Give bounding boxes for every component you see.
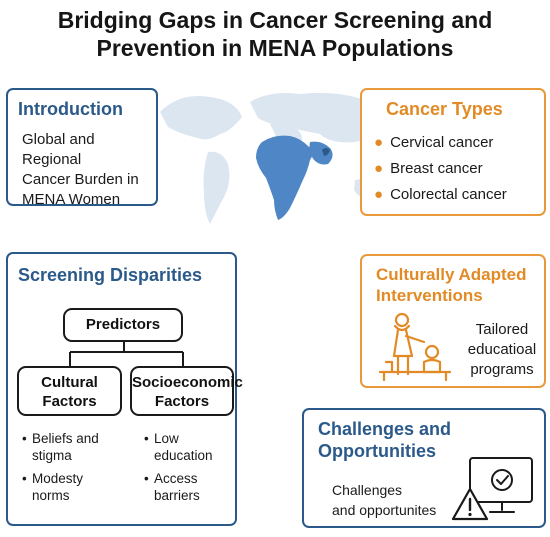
item-line: norms (32, 488, 70, 503)
culturally-adapted-heading: Culturally Adapted Interventions (376, 264, 527, 306)
cancer-types-list: ● Cervical cancer ● Breast cancer ● Colorec… (374, 130, 507, 208)
predictors-node: Predictors (63, 308, 183, 342)
challenges-line: and opportunites (332, 502, 437, 518)
introduction-line: Cancer Burden in (22, 171, 139, 188)
challenges-text: Challenges and opportunites (332, 480, 436, 520)
screening-disparities-box: Screening Disparities Predictors Cultura… (6, 252, 243, 526)
heading-line: Challenges and (318, 419, 452, 439)
cultural-factors-line: Factors (42, 393, 97, 410)
introduction-line: Global and Regional (22, 131, 95, 168)
socioeconomic-factors-list: Low education Access barriers (144, 430, 238, 510)
heading-line: Culturally Adapted (376, 265, 527, 284)
item-line: barriers (154, 488, 200, 503)
list-item: Modesty norms (22, 470, 127, 504)
socioeconomic-factors-line: Factors (154, 393, 210, 410)
challenges-box: Challenges and Opportunities Challenges … (302, 408, 546, 528)
cancer-type-label: Cervical cancer (390, 134, 494, 151)
culturally-adapted-line: programs (470, 361, 534, 378)
cultural-factors-line: Cultural (41, 374, 98, 391)
introduction-text: Global and Regional Cancer Burden in MEN… (22, 130, 156, 210)
socioeconomic-factors-line: Socioeconomic (132, 374, 243, 391)
introduction-box: Introduction Global and Regional Cancer … (6, 88, 158, 208)
list-item: Beliefs and stigma (22, 430, 127, 464)
list-item: Access barriers (144, 470, 238, 504)
introduction-heading: Introduction (18, 99, 123, 119)
bullet-icon: ● (374, 160, 384, 177)
teacher-student-icon (378, 312, 452, 382)
introduction-line: MENA Women (22, 191, 121, 208)
title-line-2: Prevention in MENA Populations (96, 35, 454, 61)
list-item: ● Breast cancer (374, 156, 507, 182)
culturally-adapted-line: Tailored (475, 321, 529, 338)
cancer-type-label: Breast cancer (390, 160, 483, 177)
bullet-icon: ● (374, 134, 384, 151)
cultural-factors-node: Cultural Factors (17, 366, 122, 416)
culturally-adapted-line: educatioal (467, 341, 537, 358)
cancer-types-box: Cancer Types ● Cervical cancer ● Breast ca… (360, 88, 546, 216)
item-line: Access (154, 471, 198, 486)
heading-line: Interventions (376, 286, 483, 305)
item-line: stigma (32, 448, 72, 463)
list-item: Low education (144, 430, 238, 464)
cancer-types-heading: Cancer Types (386, 99, 503, 119)
socioeconomic-factors-node: Socioeconomic Factors (130, 366, 243, 416)
heading-line: Opportunities (318, 441, 436, 461)
warning-triangle-icon (451, 487, 489, 521)
item-line: Beliefs and (32, 431, 99, 446)
culturally-adapted-box: Culturally Adapted Interventions Tailore… (360, 254, 546, 388)
culturally-adapted-text: Tailored educatioal programs (458, 320, 546, 380)
bullet-icon: ● (374, 186, 384, 203)
title-line-1: Bridging Gaps in Cancer Screening and (57, 7, 493, 33)
monitor-check-icon (469, 457, 533, 513)
cancer-type-label: Colorectal cancer (390, 186, 507, 203)
connector-lines (69, 340, 184, 366)
cultural-factors-list: Beliefs and stigma Modesty norms (22, 430, 127, 510)
challenges-heading: Challenges and Opportunities (318, 418, 451, 462)
item-line: Modesty (32, 471, 84, 486)
screening-disparities-heading: Screening Disparities (18, 265, 203, 285)
item-line: Low education (154, 431, 213, 463)
challenges-line: Challenges (332, 482, 403, 498)
list-item: ● Colorectal cancer (374, 182, 507, 208)
list-item: ● Cervical cancer (374, 130, 507, 156)
page-title: Bridging Gaps in Cancer Screening and Pr… (0, 6, 550, 62)
